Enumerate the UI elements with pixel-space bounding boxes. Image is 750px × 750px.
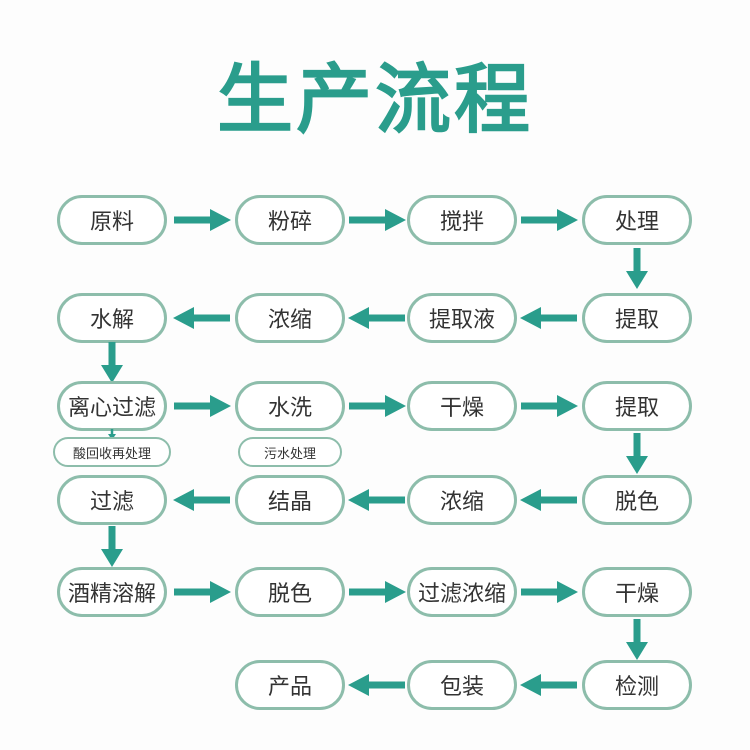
note-acid-recovery: 酸回收再处理 (53, 437, 171, 467)
flow-node-extract-liquid: 提取液 (407, 293, 517, 343)
flow-node-decolorization: 脱色 (582, 475, 692, 525)
flow-node-drying-2: 干燥 (582, 567, 692, 617)
flow-node-product: 产品 (235, 660, 345, 710)
arrow-down-icon (624, 617, 650, 661)
arrow-left-icon (172, 487, 232, 513)
arrow-left-icon (172, 305, 232, 331)
flow-node-extraction: 提取 (582, 293, 692, 343)
flow-node-centrifugal-filtration: 离心过滤 (57, 381, 167, 431)
flow-node-treatment: 处理 (582, 195, 692, 245)
arrow-left-icon (347, 672, 407, 698)
arrow-right-icon (172, 579, 232, 605)
flow-node-hydrolysis: 水解 (57, 293, 167, 343)
arrow-left-icon (519, 487, 579, 513)
arrow-down-icon (99, 524, 125, 568)
flow-node-concentration-2: 浓缩 (407, 475, 517, 525)
flow-node-alcohol-dissolution: 酒精溶解 (57, 567, 167, 617)
flow-node-filtration: 过滤 (57, 475, 167, 525)
arrow-right-icon (519, 393, 579, 419)
arrow-right-icon (347, 579, 407, 605)
flow-node-drying: 干燥 (407, 381, 517, 431)
arrow-left-icon (347, 305, 407, 331)
flow-node-decolorization-2: 脱色 (235, 567, 345, 617)
flow-node-extraction-2: 提取 (582, 381, 692, 431)
flow-node-packaging: 包装 (407, 660, 517, 710)
arrow-down-icon (99, 340, 125, 384)
arrow-right-icon (172, 207, 232, 233)
arrow-right-icon (519, 579, 579, 605)
arrow-left-icon (347, 487, 407, 513)
arrow-right-icon (347, 393, 407, 419)
flow-node-stirring: 搅拌 (407, 195, 517, 245)
arrow-down-icon (624, 431, 650, 475)
arrow-right-icon (347, 207, 407, 233)
arrow-down-icon (624, 246, 650, 290)
flow-node-raw-material: 原料 (57, 195, 167, 245)
note-sewage-treatment: 污水处理 (238, 437, 342, 467)
flow-node-testing: 检测 (582, 660, 692, 710)
flow-node-filter-concentrate: 过滤浓缩 (407, 567, 517, 617)
arrow-left-icon (519, 672, 579, 698)
flow-node-crystallization: 结晶 (235, 475, 345, 525)
flow-node-crushing: 粉碎 (235, 195, 345, 245)
arrow-right-icon (519, 207, 579, 233)
flow-node-water-wash: 水洗 (235, 381, 345, 431)
arrow-right-icon (172, 393, 232, 419)
arrow-left-icon (519, 305, 579, 331)
page-title: 生产流程 (217, 58, 533, 143)
flow-node-concentration: 浓缩 (235, 293, 345, 343)
